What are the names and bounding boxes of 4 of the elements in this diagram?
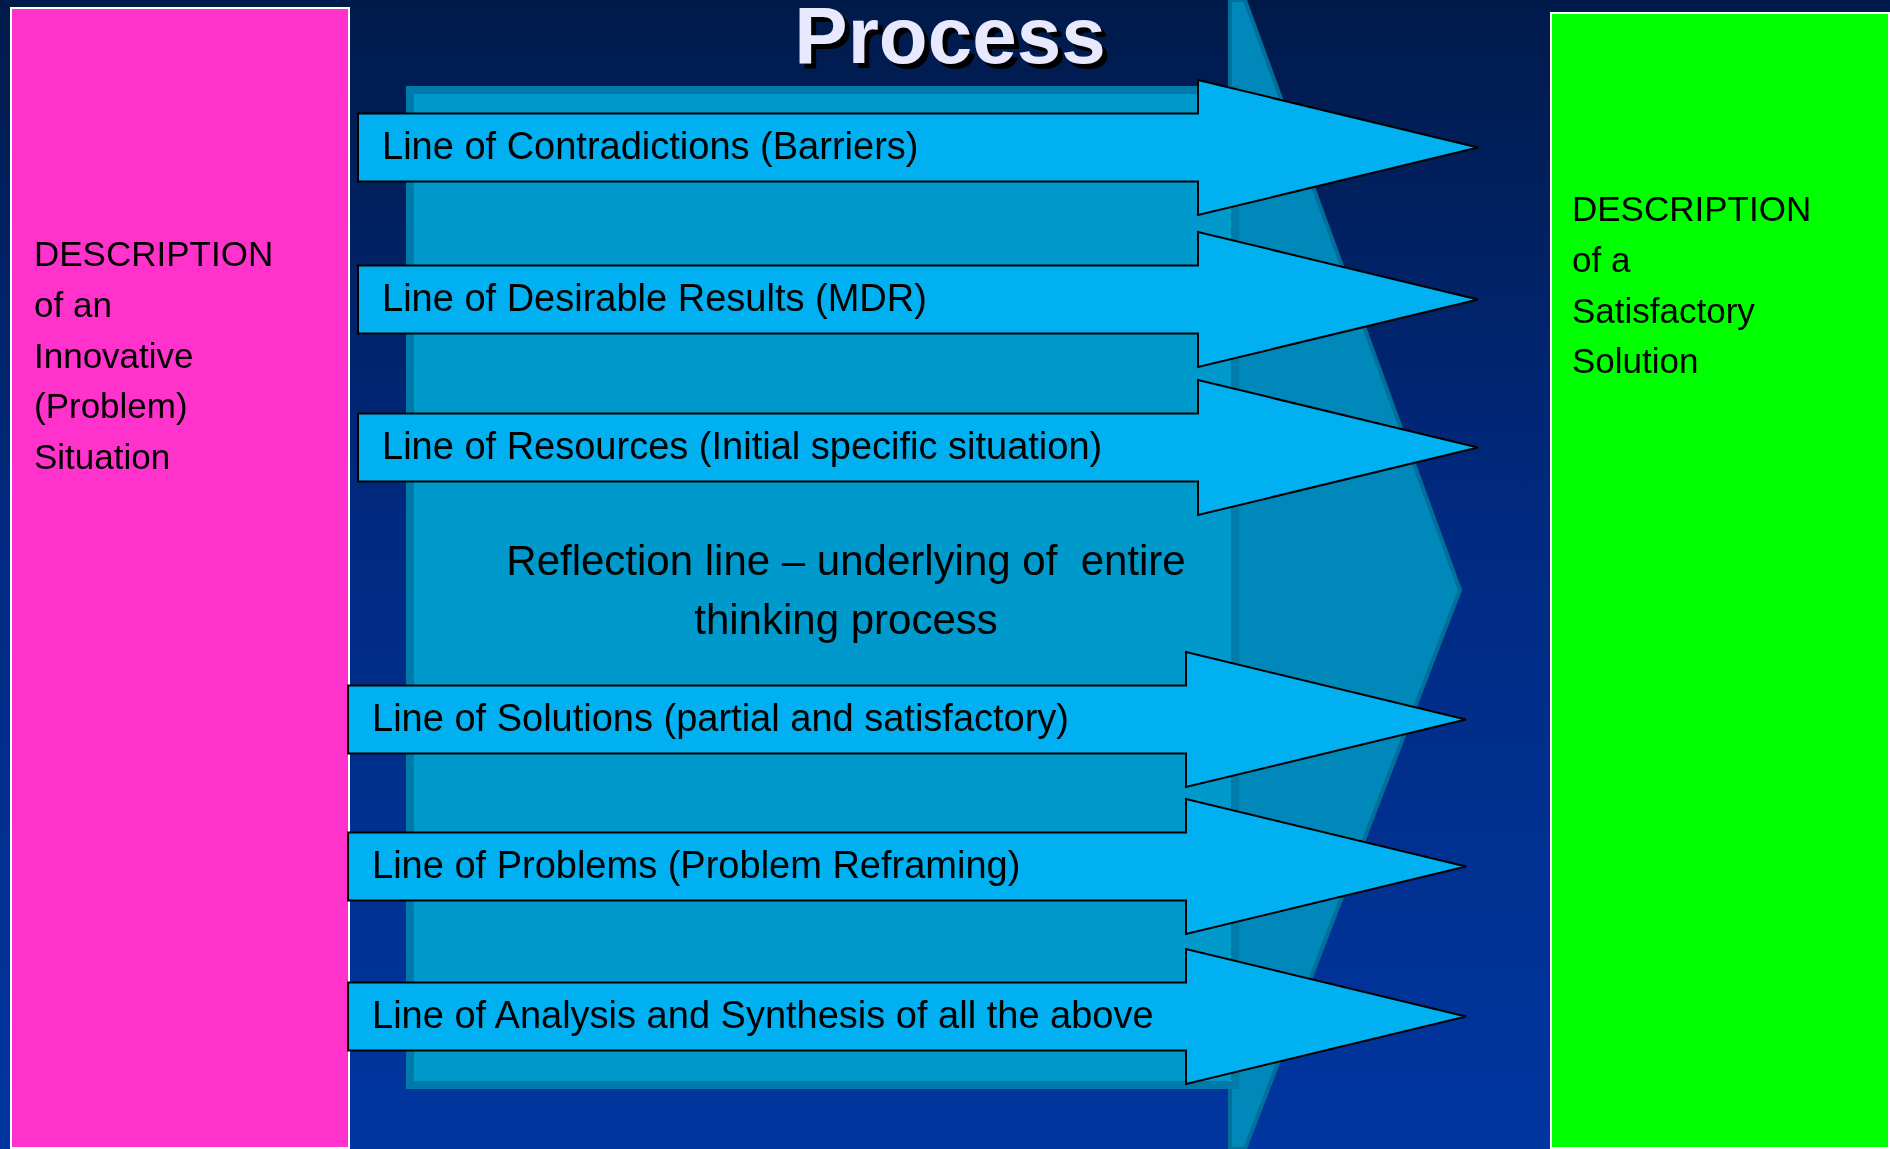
label-text: DESCRIPTION of an Innovative (Problem) Situation <box>33 233 275 478</box>
description-panel <box>10 7 350 1149</box>
description-panel <box>1550 12 1890 1149</box>
label-text: DESCRIPTION of a Satisfactory Solution <box>1571 188 1813 383</box>
